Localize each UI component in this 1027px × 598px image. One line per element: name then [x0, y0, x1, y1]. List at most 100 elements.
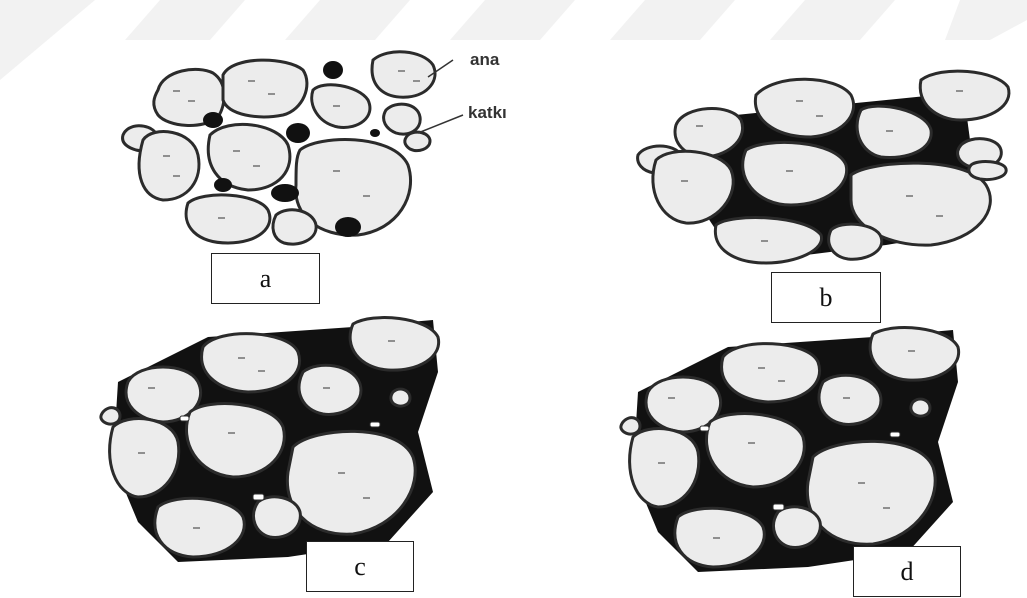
pore: [700, 426, 709, 431]
pore: [370, 422, 380, 427]
grain: [101, 408, 120, 424]
texture: [193, 527, 200, 529]
grain: [384, 104, 421, 134]
texture: [778, 380, 785, 382]
additive-particle: [323, 61, 343, 79]
panel-c-diagram: [98, 312, 458, 574]
watermark-shape: [945, 0, 1027, 40]
pore: [180, 416, 189, 421]
watermark-shape: [285, 0, 410, 40]
texture: [883, 507, 890, 509]
pore: [890, 432, 900, 437]
grain: [299, 365, 361, 414]
grain: [774, 507, 821, 548]
grain: [254, 497, 301, 538]
texture: [758, 367, 765, 369]
texture: [906, 195, 913, 197]
texture: [936, 215, 943, 217]
panel-label-a: a: [211, 253, 320, 304]
texture: [748, 442, 755, 444]
texture: [323, 387, 330, 389]
texture: [363, 497, 370, 499]
grain: [391, 389, 410, 406]
texture: [363, 195, 370, 197]
watermark-shape: [125, 0, 245, 40]
texture: [218, 217, 225, 219]
texture: [258, 370, 265, 372]
panel-label-d: d: [853, 546, 961, 597]
grain: [743, 142, 847, 205]
texture: [388, 340, 395, 342]
texture: [761, 240, 768, 242]
additive-particle: [286, 123, 310, 143]
panel-b-diagram: [636, 65, 1016, 265]
grain: [715, 218, 821, 263]
grain: [223, 60, 307, 117]
panel-d-diagram: [618, 322, 978, 584]
texture: [233, 150, 240, 152]
grain: [911, 399, 930, 416]
additive-particle: [214, 178, 232, 192]
grain: [819, 375, 881, 424]
texture: [333, 105, 340, 107]
texture: [138, 452, 145, 454]
texture: [333, 170, 340, 172]
texture: [163, 155, 170, 157]
texture: [413, 80, 420, 82]
additive-particle: [203, 112, 223, 128]
texture: [173, 90, 180, 92]
texture: [188, 100, 195, 102]
additive-particle: [370, 129, 380, 137]
texture: [253, 165, 260, 167]
grain: [186, 195, 270, 243]
watermark-shape: [610, 0, 735, 40]
panel-label-c: c: [306, 541, 414, 592]
texture: [786, 170, 793, 172]
grain: [621, 418, 640, 434]
grain: [372, 52, 435, 97]
grain: [350, 318, 439, 371]
texture: [173, 175, 180, 177]
additive-particle: [335, 217, 361, 237]
pore: [773, 504, 784, 510]
texture: [658, 462, 665, 464]
grain: [829, 224, 882, 259]
texture: [858, 482, 865, 484]
texture: [956, 90, 963, 92]
pore: [253, 494, 264, 500]
grain: [273, 210, 316, 244]
grain: [722, 344, 820, 402]
watermark-shape: [450, 0, 575, 40]
watermark-shape: [0, 0, 95, 80]
panel-a-diagram: [118, 45, 448, 250]
callout-ana: ana: [470, 50, 499, 70]
texture: [228, 432, 235, 434]
texture: [816, 115, 823, 117]
texture: [248, 80, 255, 82]
callout-katki: katkı: [468, 103, 507, 123]
grain: [139, 132, 199, 200]
texture: [148, 387, 155, 389]
texture: [681, 180, 688, 182]
grain: [405, 132, 430, 150]
texture: [238, 357, 245, 359]
texture: [668, 397, 675, 399]
texture: [268, 93, 275, 95]
texture: [886, 130, 893, 132]
texture: [843, 397, 850, 399]
texture: [908, 350, 915, 352]
additive-particle: [271, 184, 299, 202]
grain: [920, 71, 1009, 120]
grain: [202, 334, 300, 392]
panel-label-b: b: [771, 272, 881, 323]
texture: [713, 537, 720, 539]
grain: [969, 162, 1006, 180]
grain: [312, 85, 370, 128]
texture: [696, 125, 703, 127]
texture: [338, 472, 345, 474]
grain: [870, 328, 959, 381]
texture: [398, 70, 405, 72]
watermark-shape: [770, 0, 895, 40]
texture: [796, 100, 803, 102]
